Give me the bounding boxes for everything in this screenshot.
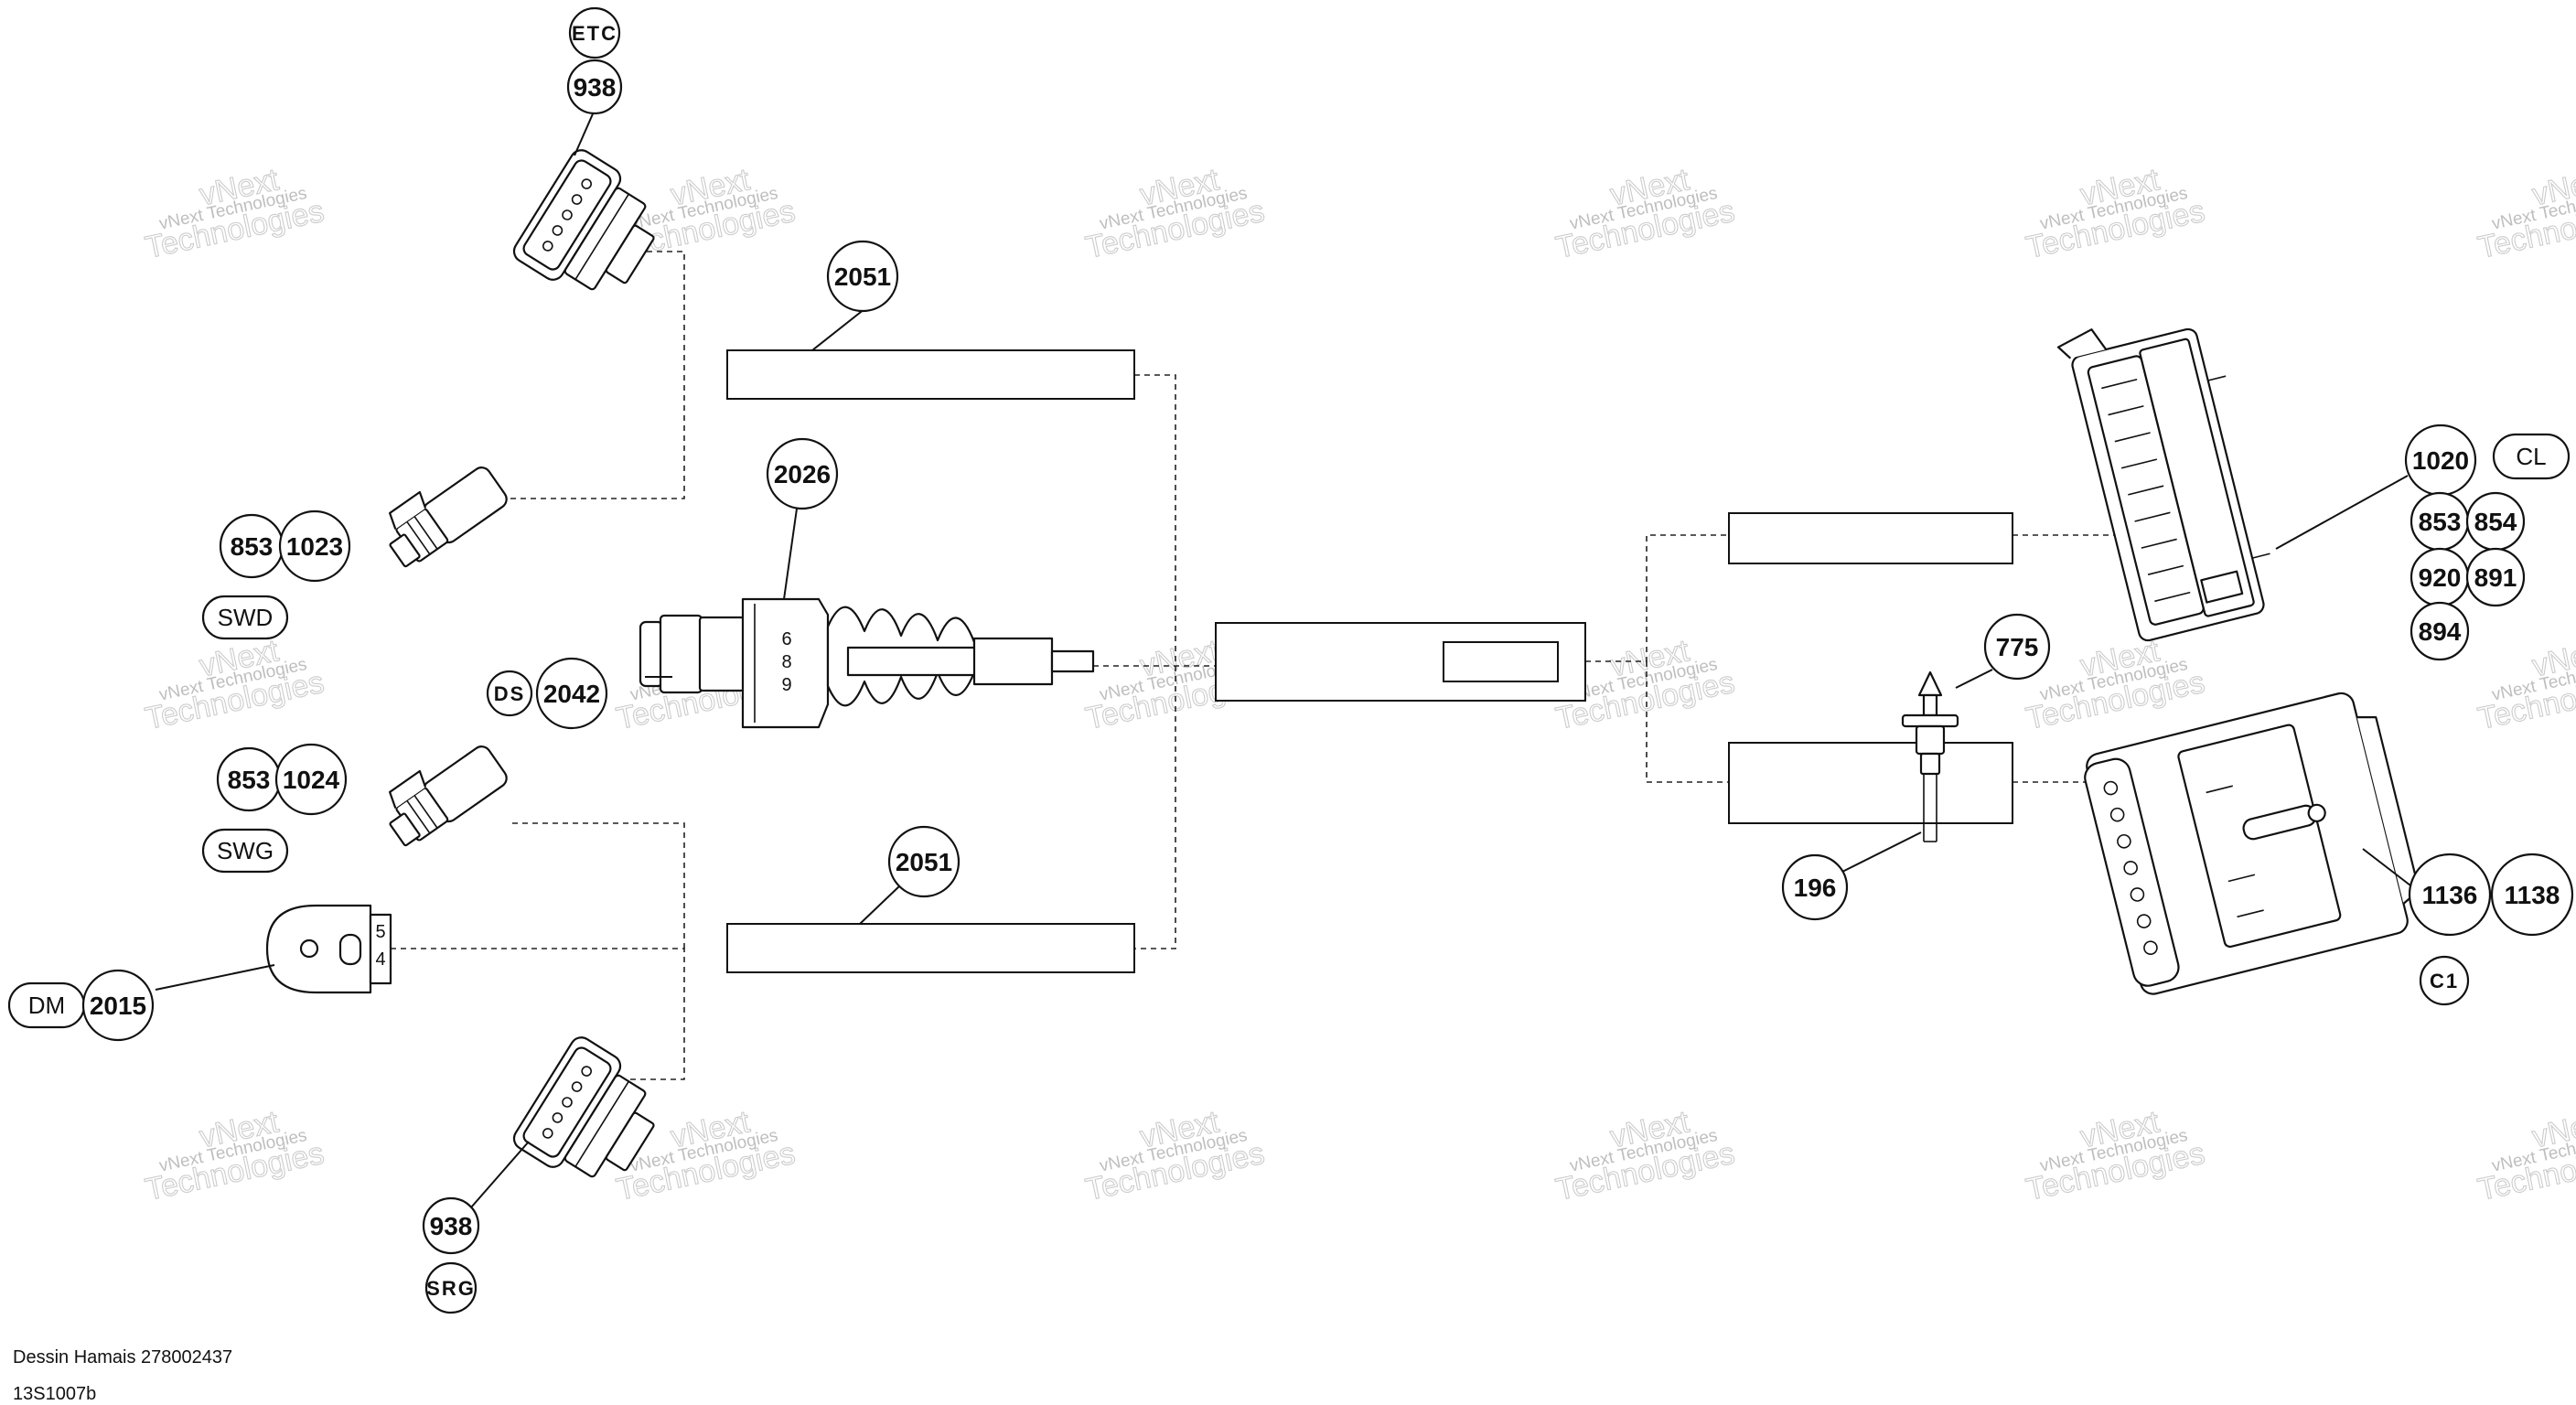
- dm-module: 5 4: [265, 904, 392, 994]
- svg-text:vNext: vNext: [2529, 162, 2576, 212]
- watermark: vNext Technologies vNext Technologies: [2023, 1104, 2208, 1208]
- svg-text:ETC: ETC: [572, 22, 617, 45]
- callout-2015[interactable]: 2015: [81, 969, 155, 1042]
- callout-853-c[interactable]: 853: [2410, 491, 2470, 552]
- watermark: vNext Technologies vNext Technologies: [2474, 1104, 2576, 1208]
- callout-1023[interactable]: 1023: [278, 509, 351, 583]
- svg-text:854: 854: [2474, 508, 2517, 536]
- drawing-reference: Dessin Hamais 278002437: [13, 1347, 232, 1367]
- label-swd[interactable]: SWD: [201, 595, 289, 640]
- watermark: vNext Technologies vNext Technologies: [613, 162, 799, 266]
- callout-196[interactable]: 196: [1781, 853, 1849, 921]
- callout-938-top[interactable]: 938: [566, 59, 623, 115]
- svg-text:196: 196: [1794, 874, 1837, 902]
- svg-text:1024: 1024: [283, 766, 340, 794]
- watermark: vNext Technologies vNext Technologies: [2474, 162, 2576, 266]
- svg-text:1023: 1023: [286, 532, 343, 561]
- callout-920[interactable]: 920: [2410, 547, 2470, 607]
- callout-1024[interactable]: 1024: [274, 743, 348, 816]
- label-swg[interactable]: SWG: [201, 828, 289, 874]
- watermark: vNext Technologies vNext Technologies: [142, 162, 327, 266]
- watermark: vNext Technologies vNext Technologies: [1552, 1104, 1738, 1208]
- swd-connector: [388, 467, 508, 568]
- cl-connector: [2056, 327, 2270, 642]
- sensor-pin-6: 6: [781, 629, 791, 649]
- harness-dashed-lines: [370, 251, 2122, 1080]
- dm-pin-4: 4: [375, 949, 385, 970]
- callout-853-b[interactable]: 853: [216, 746, 282, 812]
- svg-text:938: 938: [574, 73, 617, 102]
- callout-891[interactable]: 891: [2465, 547, 2526, 607]
- callout-c1[interactable]: C1: [2419, 955, 2470, 1006]
- svg-text:1020: 1020: [2412, 446, 2469, 475]
- srg-connector: [512, 1036, 655, 1178]
- svg-text:SRG: SRG: [426, 1277, 476, 1300]
- svg-text:891: 891: [2474, 563, 2517, 592]
- swg-connector: [388, 745, 508, 847]
- callout-894[interactable]: 894: [2410, 601, 2470, 661]
- c1-connector: [2084, 692, 2420, 995]
- figure-id: 13S1007b: [13, 1384, 96, 1404]
- svg-text:SWG: SWG: [217, 837, 274, 864]
- harness-segment-right-top: [1728, 512, 2013, 564]
- svg-text:1138: 1138: [2505, 881, 2560, 909]
- callout-2051-top[interactable]: 2051: [826, 240, 899, 313]
- svg-text:CL: CL: [2516, 443, 2546, 470]
- label-cl[interactable]: CL: [2492, 433, 2571, 480]
- svg-text:2015: 2015: [90, 992, 146, 1020]
- harness-segments: [726, 349, 2013, 973]
- callout-1020[interactable]: 1020: [2404, 424, 2477, 497]
- svg-text:2051: 2051: [834, 263, 891, 291]
- callout-1138[interactable]: 1138: [2490, 853, 2574, 937]
- harness-main-label-window: [1443, 641, 1559, 682]
- label-dm[interactable]: DM: [7, 981, 86, 1029]
- svg-text:1136: 1136: [2422, 881, 2478, 909]
- svg-text:vNext: vNext: [2529, 1104, 2576, 1154]
- svg-text:853: 853: [231, 532, 274, 561]
- svg-text:SWD: SWD: [218, 604, 274, 631]
- watermark: vNext Technologies vNext Technologies: [1082, 1104, 1268, 1208]
- callout-853-a[interactable]: 853: [219, 513, 284, 579]
- callout-1136[interactable]: 1136: [2408, 853, 2492, 937]
- svg-text:775: 775: [1996, 633, 2039, 661]
- watermark: vNext Technologies vNext Technologies: [142, 633, 327, 737]
- watermark: vNext Technologies vNext Technologies: [2474, 633, 2576, 737]
- svg-text:853: 853: [228, 766, 271, 794]
- callout-854[interactable]: 854: [2465, 491, 2526, 552]
- sensor-pin-8: 8: [781, 652, 791, 672]
- callout-ds[interactable]: DS: [486, 670, 533, 717]
- harness-segment-2051-bottom: [726, 923, 1135, 973]
- svg-text:C1: C1: [2430, 970, 2459, 992]
- svg-text:DM: DM: [28, 992, 65, 1019]
- dm-pin-5: 5: [375, 922, 385, 942]
- callout-2026[interactable]: 2026: [766, 437, 839, 510]
- sensor-pin-9: 9: [781, 675, 791, 695]
- watermark: vNext Technologies vNext Technologies: [1082, 162, 1268, 266]
- watermark: vNext Technologies vNext Technologies: [2023, 162, 2208, 266]
- svg-text:853: 853: [2419, 508, 2462, 536]
- speed-sensor: 6 8 9: [639, 597, 1095, 729]
- svg-text:938: 938: [430, 1212, 473, 1240]
- svg-text:2026: 2026: [774, 460, 831, 488]
- harness-segment-right-bottom: [1728, 742, 2013, 824]
- callout-2042[interactable]: 2042: [535, 657, 608, 730]
- svg-text:DS: DS: [494, 682, 526, 705]
- svg-text:920: 920: [2419, 563, 2462, 592]
- harness-segment-2051-top: [726, 349, 1135, 400]
- callout-srg[interactable]: SRG: [424, 1261, 478, 1314]
- svg-text:894: 894: [2419, 617, 2462, 646]
- callout-etc[interactable]: ETC: [568, 6, 621, 59]
- svg-text:vNext: vNext: [2529, 633, 2576, 683]
- harness-clip: [1901, 670, 1959, 842]
- svg-text:2042: 2042: [543, 680, 600, 708]
- callout-2051-bottom[interactable]: 2051: [887, 825, 961, 898]
- watermark: vNext Technologies vNext Technologies: [1552, 162, 1738, 266]
- svg-text:2051: 2051: [896, 848, 952, 876]
- callout-775[interactable]: 775: [1983, 613, 2051, 681]
- watermark: vNext Technologies vNext Technologies: [142, 1104, 327, 1208]
- callout-938-bottom[interactable]: 938: [422, 1196, 480, 1255]
- etc-connector: [512, 149, 655, 291]
